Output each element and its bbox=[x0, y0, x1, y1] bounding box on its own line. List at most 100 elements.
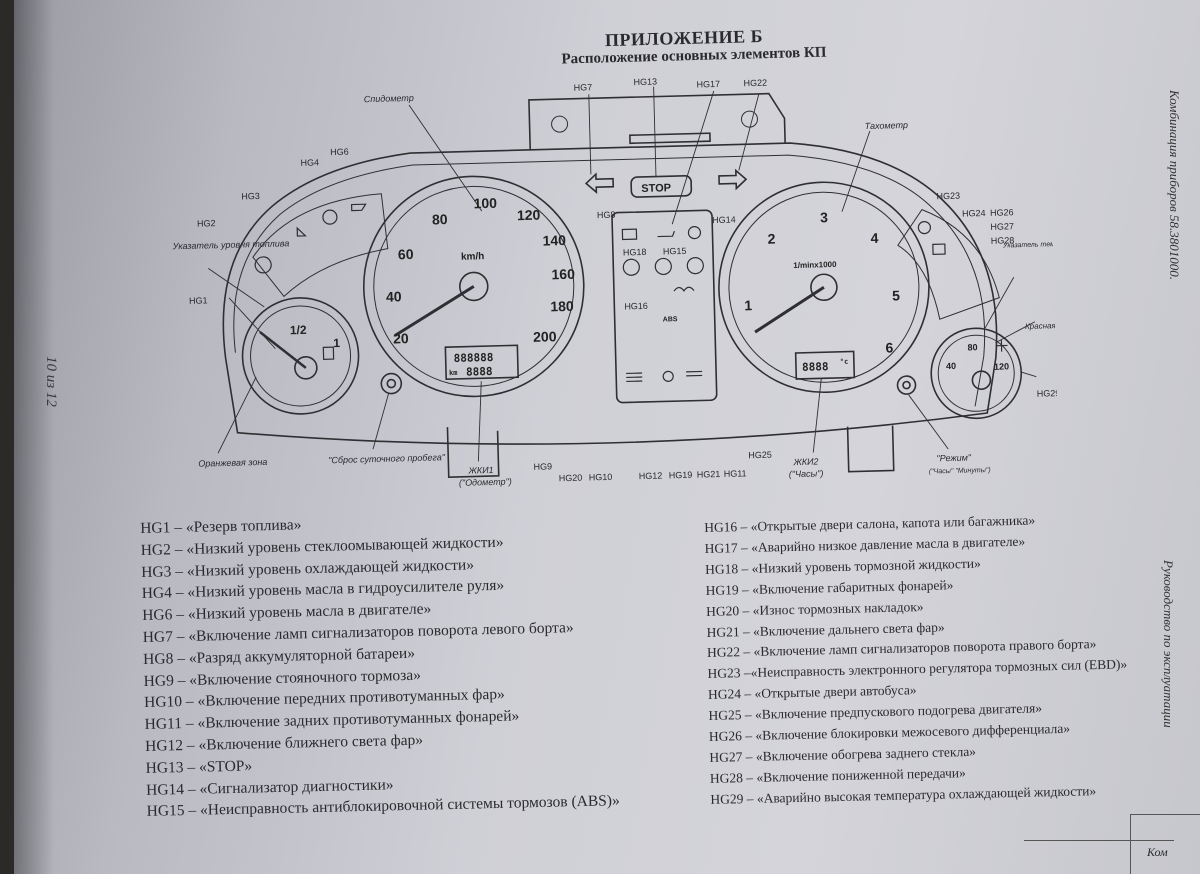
tag-hg26: HG26 bbox=[990, 207, 1014, 218]
label-mode: "Режим" bbox=[936, 452, 972, 463]
temp-tick-120: 120 bbox=[994, 361, 1009, 371]
tag-hg16: HG16 bbox=[624, 301, 648, 312]
oil-level-icon bbox=[350, 203, 367, 212]
kmh-label: km/h bbox=[461, 251, 485, 263]
stop-lamp bbox=[630, 175, 693, 198]
battery-icon bbox=[621, 228, 638, 241]
tag-hg8: HG8 bbox=[597, 210, 616, 220]
tag-hg23: HG23 bbox=[936, 191, 960, 202]
tag-hg22: HG22 bbox=[743, 78, 767, 89]
running-footer-right: Руководство по эксплуатации bbox=[1161, 560, 1176, 728]
label-orange-zone: Оранжевая зона bbox=[198, 457, 267, 469]
label-mode-sub: ("Часы" "Минуты") bbox=[929, 467, 991, 476]
trip-digits: 8888 bbox=[466, 365, 493, 379]
ebd-icon bbox=[686, 257, 704, 275]
stop-text: STOP bbox=[641, 182, 671, 195]
tag-hg29: HG29 bbox=[1037, 388, 1060, 399]
fuel-half-mark: 1/2 bbox=[290, 323, 307, 337]
lcd-deg-unit: °c bbox=[840, 358, 849, 366]
tag-hg19: HG19 bbox=[669, 470, 693, 481]
oil-pressure-icon bbox=[657, 230, 675, 238]
warning-lamp-block bbox=[611, 209, 718, 404]
tag-hg12: HG12 bbox=[639, 471, 663, 482]
steering-wheel-icon bbox=[322, 209, 338, 225]
label-red-zone: Красная зона bbox=[1025, 321, 1060, 331]
instrument-cluster-diagram: 20 40 60 80 100 120 140 160 180 200 1 2 … bbox=[149, 66, 1060, 519]
tag-hg9: HG9 bbox=[533, 461, 552, 471]
fuel-gauge bbox=[241, 297, 360, 415]
frame-line bbox=[1024, 840, 1174, 841]
parking-brake-icon bbox=[622, 258, 640, 276]
speedometer-dial bbox=[362, 175, 585, 398]
speed-tick-20: 20 bbox=[393, 330, 409, 346]
label-fuel-gauge: Указатель уровня топлива bbox=[171, 238, 289, 251]
rpm-tick-2: 2 bbox=[767, 230, 775, 246]
speed-tick-200: 200 bbox=[533, 328, 557, 345]
speed-tick-60: 60 bbox=[398, 246, 414, 262]
side-lights-icon bbox=[662, 370, 674, 382]
tag-hg11: HG11 bbox=[724, 468, 747, 479]
label-lcd2-sub: ("Часы") bbox=[789, 468, 824, 479]
housing-outline bbox=[222, 142, 998, 445]
tag-hg1: HG1 bbox=[189, 295, 208, 305]
speed-tick-100: 100 bbox=[473, 195, 497, 212]
speed-tick-120: 120 bbox=[517, 207, 541, 224]
mode-knob bbox=[896, 375, 917, 395]
tag-hg28: HG28 bbox=[991, 235, 1015, 246]
tag-hg2: HG2 bbox=[197, 218, 216, 228]
speed-tick-80: 80 bbox=[432, 211, 448, 227]
clock-lcd bbox=[794, 350, 856, 380]
rpm-tick-3: 3 bbox=[820, 209, 828, 225]
tag-hg10: HG10 bbox=[589, 472, 613, 483]
label-trip-reset: "Сброс суточного пробега" bbox=[328, 452, 446, 465]
rpm-tick-4: 4 bbox=[870, 230, 878, 246]
right-turn-arrow-icon bbox=[718, 168, 748, 191]
legend-left-list: HG1 – «Резерв топлива» HG2 – «Низкий уро… bbox=[140, 505, 727, 823]
tag-hg14: HG14 bbox=[712, 215, 736, 226]
rpm-label: 1/minx1000 bbox=[793, 260, 837, 270]
clock-digits: 8888 bbox=[802, 360, 829, 374]
high-beam-icon bbox=[686, 370, 703, 377]
lcd-km-unit: km bbox=[449, 369, 458, 377]
coolant-temp-icon bbox=[995, 339, 1008, 352]
running-header-right: Комбинация приборов 58.3801000. bbox=[1167, 90, 1182, 280]
brake-ebd-icon bbox=[917, 220, 931, 235]
odometer-lcd bbox=[444, 344, 519, 380]
page-number: 10 из 12 bbox=[43, 356, 59, 407]
rpm-tick-1: 1 bbox=[744, 297, 752, 313]
low-beam-icon bbox=[626, 372, 643, 383]
speed-tick-40: 40 bbox=[386, 288, 402, 304]
fuel-pump-icon bbox=[322, 346, 335, 360]
label-lcd1: ЖКИ1 bbox=[467, 465, 493, 476]
label-speedometer: Спидометр bbox=[364, 93, 414, 104]
legend-right-list: HG16 – «Открытые двери салона, капота ил… bbox=[704, 508, 1171, 811]
tag-hg18: HG18 bbox=[623, 247, 647, 258]
tag-hg17: HG17 bbox=[696, 79, 720, 90]
coolant-level-icon bbox=[296, 226, 307, 237]
label-lcd2: ЖКИ2 bbox=[792, 456, 818, 467]
speed-tick-160: 160 bbox=[551, 266, 575, 283]
tag-hg20: HG20 bbox=[559, 473, 583, 484]
tag-hg7: HG7 bbox=[573, 82, 592, 92]
label-tachometer: Тахометр bbox=[865, 120, 908, 131]
tag-hg24: HG24 bbox=[962, 208, 986, 219]
glow-plug-icon bbox=[673, 286, 695, 292]
tag-hg4: HG4 bbox=[300, 157, 319, 167]
rpm-tick-6: 6 bbox=[885, 339, 893, 355]
tag-hg21: HG21 bbox=[697, 469, 721, 480]
tag-hg25: HG25 bbox=[748, 450, 772, 461]
fuel-full-mark: 1 bbox=[333, 336, 340, 350]
abs-text: ABS bbox=[663, 316, 678, 323]
rpm-tick-5: 5 bbox=[892, 287, 900, 303]
page-shadow bbox=[14, 0, 54, 874]
tag-hg27: HG27 bbox=[990, 221, 1014, 232]
tag-hg13: HG13 bbox=[633, 77, 657, 88]
left-turn-arrow-icon bbox=[584, 172, 615, 194]
label-lcd1-sub: ("Одометр") bbox=[459, 476, 512, 487]
temp-tick-40: 40 bbox=[946, 361, 956, 371]
speed-tick-140: 140 bbox=[542, 232, 566, 249]
abs-icon bbox=[654, 257, 672, 276]
diagnostics-icon bbox=[687, 226, 702, 240]
tag-hg6: HG6 bbox=[330, 147, 349, 157]
corner-stamp: Ком bbox=[1130, 814, 1200, 874]
